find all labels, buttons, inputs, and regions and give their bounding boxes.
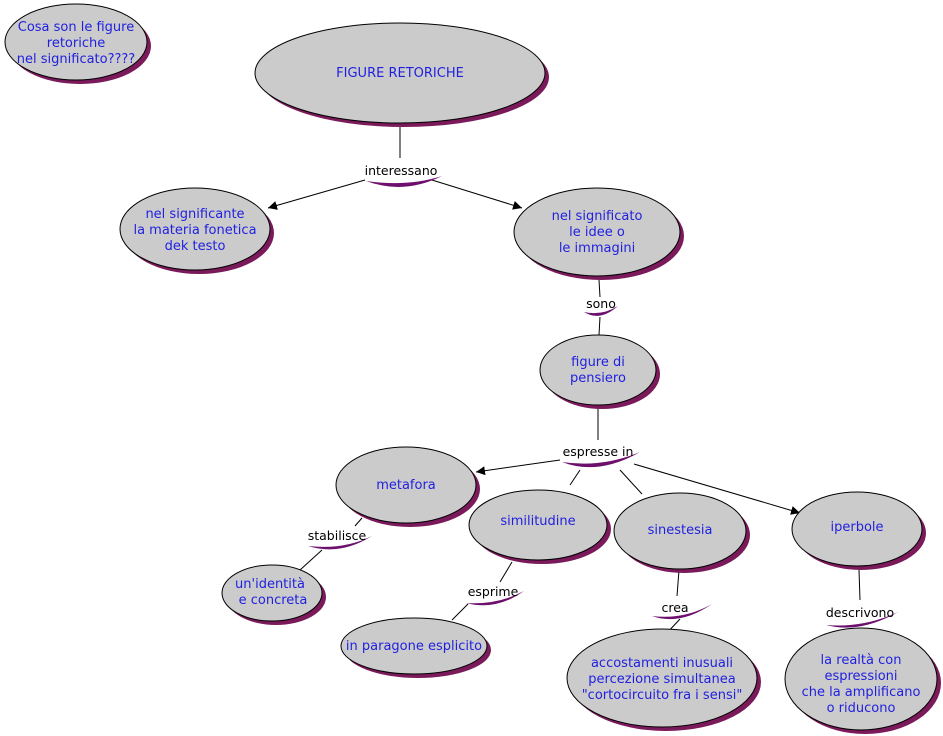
significato-line-2: le idee o (569, 225, 625, 240)
concept-significato[interactable]: nel significato le idee o le immagini (513, 187, 684, 280)
edge-sinestesia-crea (676, 569, 680, 597)
edge-stabilisce-identita (299, 549, 323, 571)
question-line-1: Cosa son le figure (18, 20, 134, 35)
identita-line-2: e concreta (239, 593, 308, 608)
edge-espresse-sinestesia (619, 469, 643, 495)
swoosh-sono (584, 306, 618, 316)
realta-line-1: la realtà con (821, 653, 902, 668)
root-label: FIGURE RETORICHE (336, 66, 464, 81)
concept-sinestesia[interactable]: sinestesia (613, 492, 750, 573)
espresse-label: espresse in (563, 444, 634, 459)
sono-label: sono (586, 296, 616, 311)
concept-accostamenti[interactable]: accostamenti inusuali percezione simulta… (566, 628, 761, 731)
concept-question[interactable]: Cosa son le figure retoriche nel signifi… (4, 3, 151, 84)
question-line-2: retoriche (47, 36, 105, 51)
edge-espresse-metafora (475, 459, 561, 476)
edge-espresse-similitudine (569, 469, 581, 486)
accostamenti-line-1: accostamenti inusuali (591, 656, 733, 671)
swoosh-descrivono (826, 612, 898, 628)
accostamenti-line-2: percezione simultanea (588, 672, 735, 687)
swoosh-esprime (466, 591, 524, 606)
significato-line-3: le immagini (559, 241, 635, 256)
swoosh-espresse (562, 452, 640, 468)
linker-descrivono[interactable]: descrivono (826, 605, 898, 628)
concept-paragone[interactable]: in paragone esplicito (340, 617, 491, 678)
significante-line-3: dek testo (165, 239, 226, 254)
swoosh-interessano (366, 176, 442, 187)
concept-similitudine[interactable]: similitudine (468, 489, 611, 564)
edge-espresse-iperbole (633, 463, 801, 515)
concept-root[interactable]: FIGURE RETORICHE (254, 22, 549, 127)
swoosh-crea (652, 604, 712, 620)
sinestesia-label: sinestesia (648, 523, 713, 538)
edge-significato-sono (598, 279, 601, 298)
concept-significante[interactable]: nel significante la materia fonetica dek… (119, 187, 274, 274)
iperbole-label: iperbole (830, 520, 883, 535)
concept-pensiero[interactable]: figure di pensiero (539, 334, 660, 409)
significato-line-1: nel significato (552, 209, 643, 224)
linker-interessano[interactable]: interessano (365, 163, 442, 187)
realta-line-3: che la amplificano (802, 685, 921, 700)
concept-identita[interactable]: un'identità e concreta (221, 564, 326, 625)
realta-line-2: espressioni (824, 669, 897, 684)
edge-interessano-significato (431, 179, 523, 210)
linker-stabilisce[interactable]: stabilisce (308, 528, 372, 550)
metafora-label: metafora (376, 478, 436, 493)
edge-interessano-significante (267, 179, 366, 210)
linker-espresse[interactable]: espresse in (562, 444, 640, 468)
concept-iperbole[interactable]: iperbole (791, 491, 926, 570)
realta-line-4: o riducono (827, 701, 896, 716)
edge-iperbole-descrivono (858, 569, 861, 601)
stabilisce-label: stabilisce (308, 528, 367, 543)
linker-esprime[interactable]: esprime (466, 584, 524, 606)
identita-line-1: un'identità (235, 577, 305, 592)
interessano-label: interessano (365, 163, 438, 178)
pensiero-line-2: pensiero (570, 371, 626, 386)
edge-similitudine-esprime (499, 561, 513, 583)
edge-sono-pensiero (598, 316, 601, 336)
significante-line-2: la materia fonetica (133, 223, 256, 238)
question-line-3: nel significato???? (17, 52, 135, 67)
pensiero-line-1: figure di (571, 355, 625, 370)
descrivono-label: descrivono (826, 605, 894, 620)
linker-sono[interactable]: sono (584, 296, 618, 316)
edge-metafora-stabilisce (354, 517, 363, 527)
swoosh-stabilisce (308, 536, 372, 550)
esprime-label: esprime (468, 584, 519, 599)
edge-esprime-paragone (451, 603, 469, 621)
concept-metafora[interactable]: metafora (335, 446, 480, 527)
linker-crea[interactable]: crea (652, 600, 712, 620)
paragone-label: in paragone esplicito (346, 639, 482, 654)
edges (267, 127, 861, 636)
similitudine-label: similitudine (500, 514, 575, 529)
significante-line-1: nel significante (145, 207, 244, 222)
accostamenti-line-3: "cortocircuito fra i sensi" (582, 688, 743, 703)
concept-realta[interactable]: la realtà con espressioni che la amplifi… (784, 627, 941, 734)
crea-label: crea (661, 600, 688, 615)
